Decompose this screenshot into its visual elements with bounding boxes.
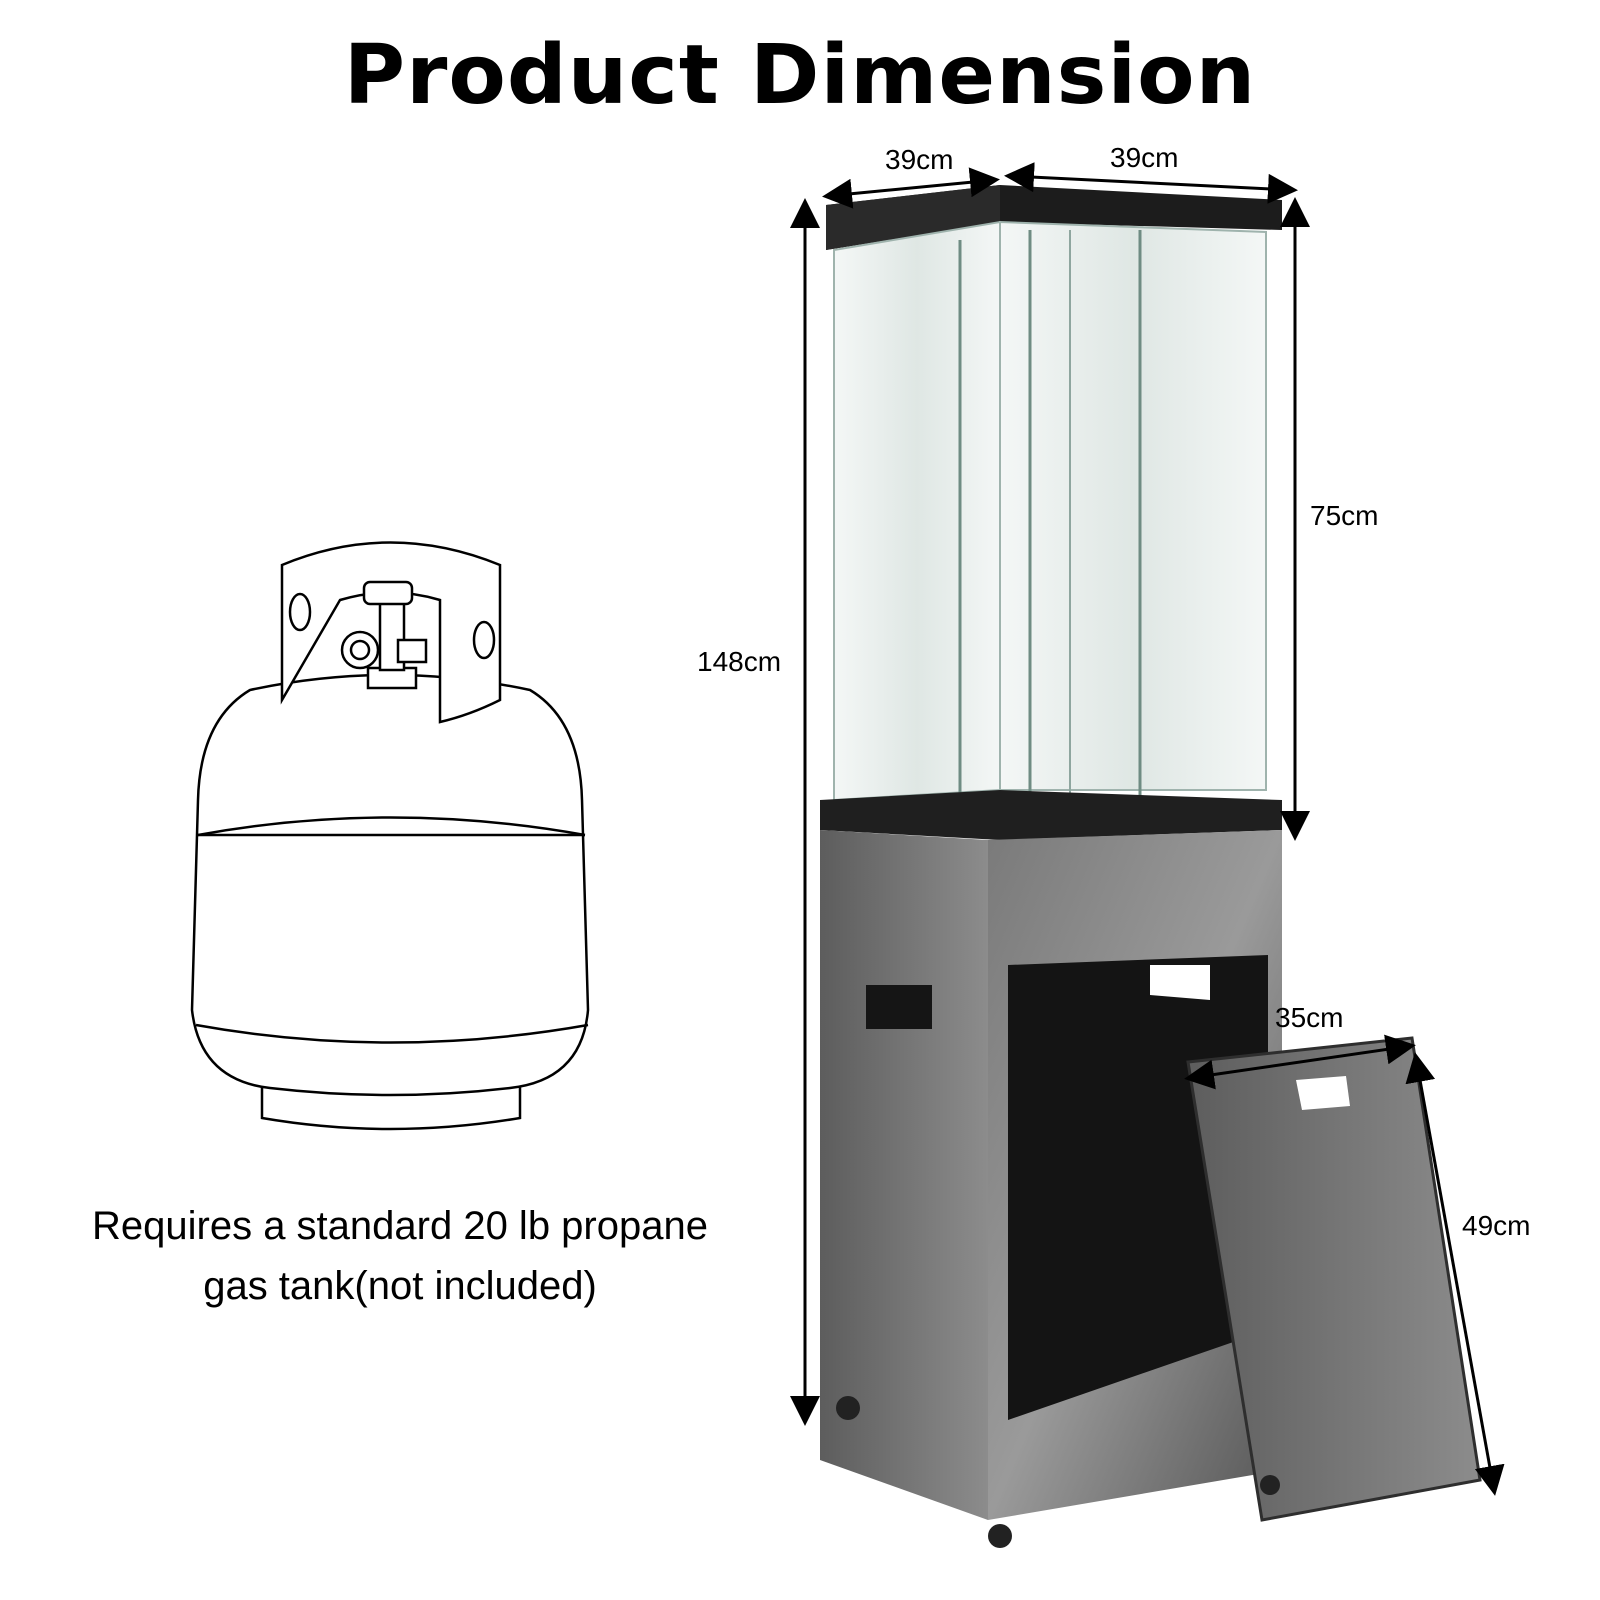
tank-caption-line-1: Requires a standard 20 lb propane — [92, 1204, 708, 1248]
tank-caption-line-2: gas tank(not included) — [203, 1264, 597, 1308]
door-width-label: 35cm — [1275, 1002, 1344, 1033]
glass-height-label: 75cm — [1310, 500, 1379, 531]
page-title: Product Dimension — [343, 28, 1257, 123]
tank-caption: Requires a standard 20 lb propane gas ta… — [40, 1196, 760, 1316]
door-height-label: 49cm — [1462, 1210, 1531, 1241]
total-height-label: 148cm — [697, 646, 782, 677]
top-width-left-label: 39cm — [885, 144, 954, 175]
top-width-right-label: 39cm — [1110, 142, 1179, 173]
